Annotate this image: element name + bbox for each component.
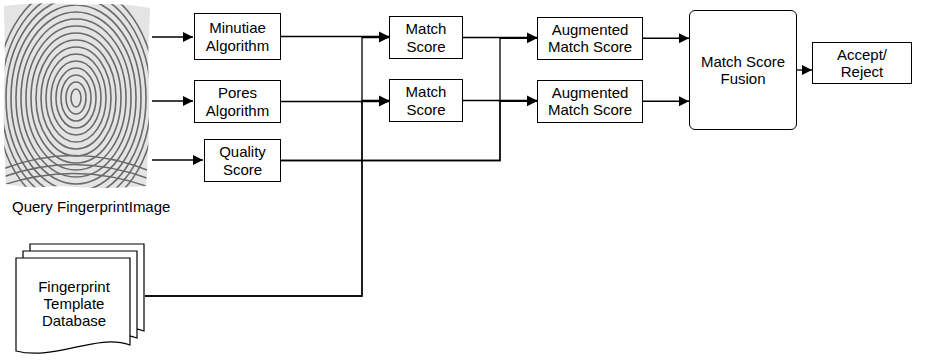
node-text: Match Score [395,20,457,55]
quality-box: Quality Score [204,139,281,182]
node-text: Minutiae Algorithm [200,19,275,54]
node-text: Match Score [395,83,457,118]
node-text: Augmented Match Score [543,84,637,119]
flow-arrow [643,101,689,102]
input-arrow [152,100,193,101]
node-text: Fingerprint Template Database [19,278,129,330]
fingerprint-ridges [0,0,156,212]
node-text: Quality Score [210,143,275,178]
score-box: Match Score [389,79,463,122]
score-box: Match Score [389,16,463,59]
flow-arrow [281,101,389,102]
image-caption: Query FingerprintImage [12,198,170,215]
fusion-box: Match Score Fusion [689,10,797,130]
score-box: Augmented Match Score [537,17,643,60]
flow-arrow [145,101,389,297]
input-arrow [152,159,203,160]
node-text: Augmented Match Score [543,21,637,56]
flow-arrow [643,38,689,39]
node-text: Pores Algorithm [200,84,275,119]
node-text: Match Score Fusion [695,53,791,88]
flow-arrow [797,69,812,70]
flow-arrow [463,100,537,101]
algorithm-box: Pores Algorithm [194,80,281,123]
database-stack: Fingerprint Template Database [15,243,145,360]
algorithm-box: Minutiae Algorithm [194,13,281,60]
node-text: Accept/ Reject [831,46,893,81]
input-arrow [152,36,193,37]
decision-box: Accept/ Reject [812,42,912,85]
score-box: Augmented Match Score [537,80,643,123]
flow-arrow [145,38,389,297]
